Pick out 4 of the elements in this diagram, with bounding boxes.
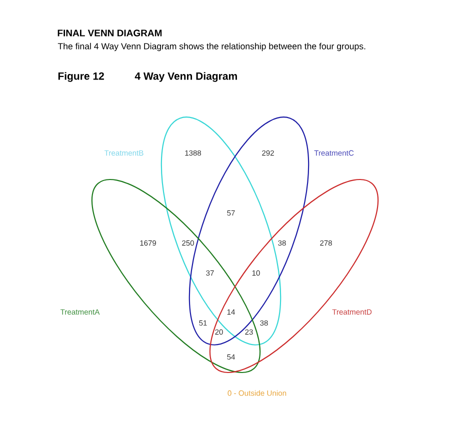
title: FINAL VENN DIAGRAM — [58, 30, 162, 36]
description: The final 4 Way Venn Diagram shows the relationship between the four groups. — [58, 42, 366, 52]
figure-caption: Figure 12 — [58, 72, 104, 82]
figure-caption: 4 Way Venn Diagram — [134, 72, 237, 82]
